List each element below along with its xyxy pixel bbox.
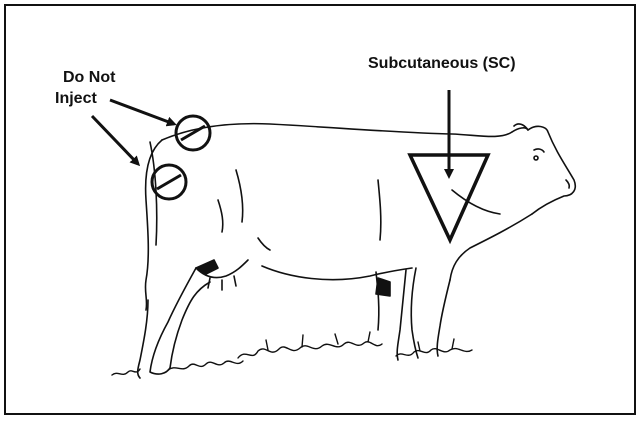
cow-drawing [138,124,576,378]
do-not-inject-label-line2: Inject [55,89,97,109]
do-not-inject-label-line1: Do Not [63,68,115,88]
subcutaneous-label: Subcutaneous (SC) [368,54,516,74]
no-inject-marker-lower [152,165,186,199]
arrow-do-not-inject-upper [110,100,174,124]
arrow-do-not-inject-lower [92,116,138,164]
grass-line [112,332,472,375]
